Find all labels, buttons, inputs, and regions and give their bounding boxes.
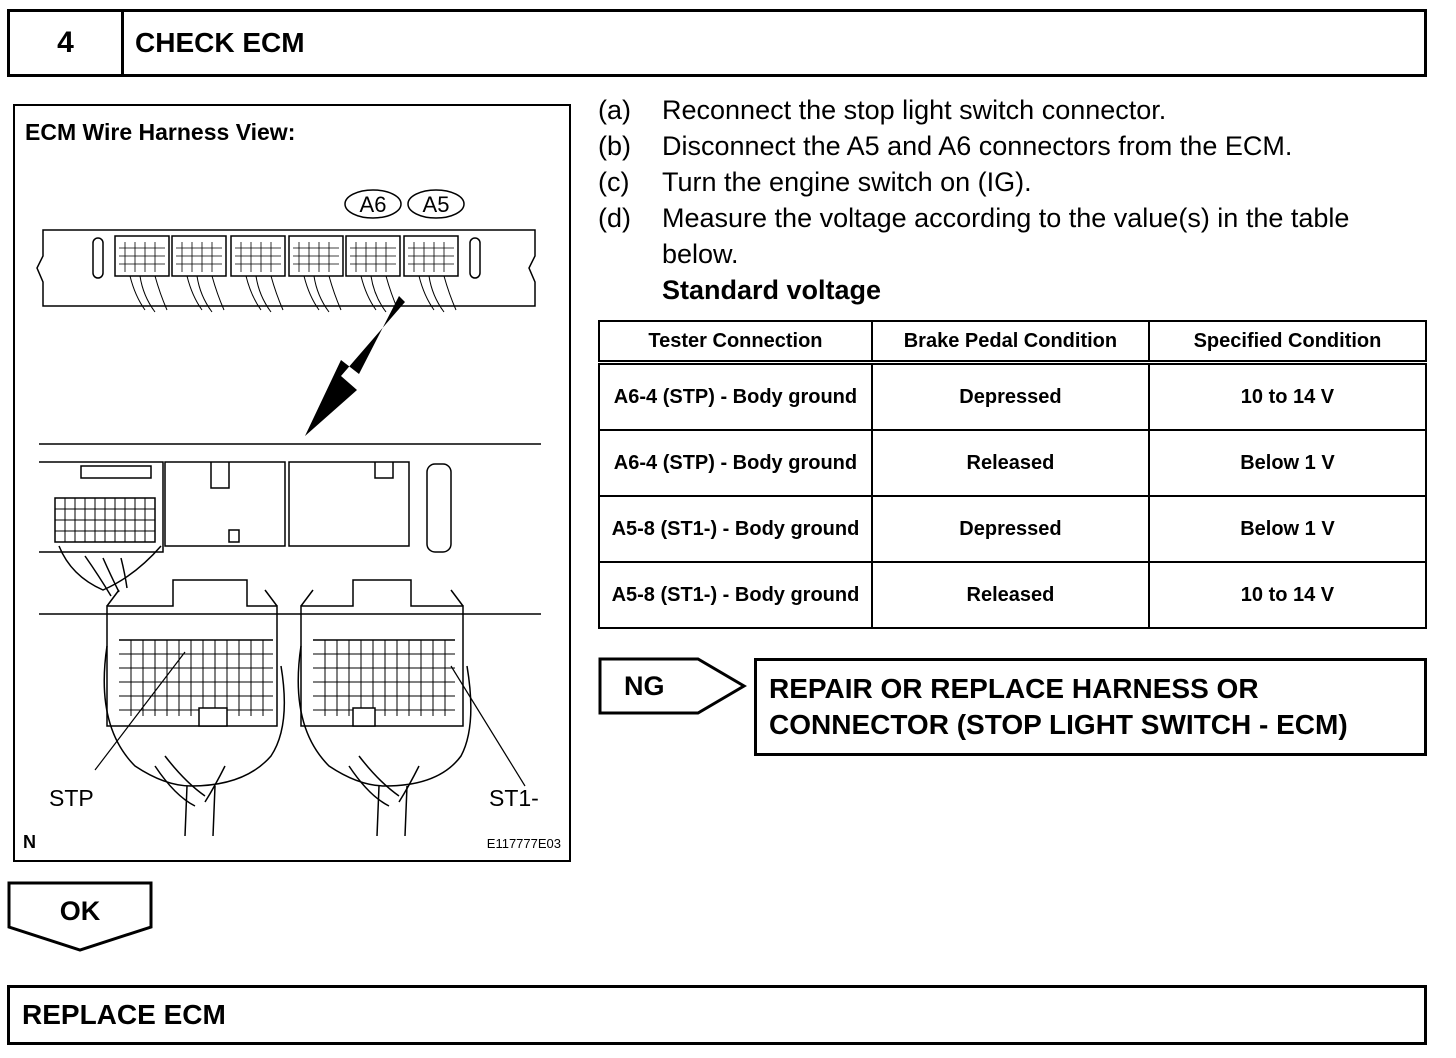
ecm-enlarged-connector-a6 (39, 461, 164, 553)
a5-callout (407, 189, 465, 219)
ecm-enlarged-socket-right (288, 461, 410, 547)
final-result-box: REPLACE ECM (7, 985, 1427, 1045)
a5-label: A5 (423, 192, 450, 217)
corner-mark: N (23, 832, 36, 852)
ng-result-line: CONNECTOR (STOP LIGHT SWITCH - ECM) (769, 709, 1348, 740)
st1-leader-line (450, 665, 526, 787)
ok-arrow: OK (7, 881, 153, 952)
step-c: (c) Turn the engine switch on (IG). (598, 164, 1428, 200)
table-cell: Depressed (870, 361, 1150, 431)
table-cell: A6-4 (STP) - Body ground (598, 361, 873, 431)
step-label: (d) (598, 203, 631, 233)
ng-arrow: NG (598, 657, 747, 715)
table-header-row: Tester Connection Brake Pedal Condition … (598, 320, 1428, 364)
step-label: (c) (598, 167, 630, 197)
ecm-enlarged-socket-mid (164, 461, 286, 547)
a5-harness-connector (297, 579, 472, 837)
table-cell: A6-4 (STP) - Body ground (598, 429, 873, 497)
table-row: A6-4 (STP) - Body ground Depressed 10 to… (598, 361, 1428, 431)
ecm-connector-diagram: ECM Wire Harness View: A6 A5 (23, 119, 561, 852)
table-cell: 10 to 14 V (1147, 561, 1428, 629)
zoom-arrow (305, 296, 405, 436)
step-text: Turn the engine switch on (IG). (662, 167, 1032, 197)
final-result-text: REPLACE ECM (22, 999, 226, 1030)
table-cell: Released (870, 561, 1150, 629)
ng-result-line: REPAIR OR REPLACE HARNESS OR (769, 673, 1259, 704)
table-cell: A5-8 (ST1-) - Body ground (598, 561, 873, 629)
instruction-steps: (a) Reconnect the stop light switch conn… (598, 92, 1428, 308)
a6-label: A6 (360, 192, 387, 217)
step-label: (a) (598, 95, 631, 125)
step-d: (d) Measure the voltage according to the… (598, 200, 1428, 272)
table-row: A6-4 (STP) - Body ground Released Below … (598, 429, 1428, 497)
st1-label: ST1- (489, 785, 539, 811)
stp-leader-line (94, 651, 186, 771)
step-text: Disconnect the A5 and A6 connectors from… (662, 131, 1293, 161)
table-cell: A5-8 (ST1-) - Body ground (598, 495, 873, 563)
table-cell: 10 to 14 V (1147, 361, 1428, 431)
step-a: (a) Reconnect the stop light switch conn… (598, 92, 1428, 128)
a6-callout (344, 189, 402, 219)
ng-label: NG (624, 671, 665, 701)
step-text: Reconnect the stop light switch connecto… (662, 95, 1167, 125)
table-cell: Below 1 V (1147, 495, 1428, 563)
ecm-connector-row (114, 235, 459, 313)
column-header: Brake Pedal Condition (870, 320, 1150, 364)
step-header: 4 CHECK ECM (7, 9, 1427, 77)
ok-label: OK (60, 896, 101, 926)
ecm-harness-figure: ECM Wire Harness View: A6 A5 (13, 104, 571, 862)
ng-result-box: REPAIR OR REPLACE HARNESS OR CONNECTOR (… (754, 658, 1427, 756)
table-cell: Below 1 V (1147, 429, 1428, 497)
ecm-mount-slot-left (92, 237, 104, 279)
step-number: 4 (10, 12, 124, 74)
table-cell: Depressed (870, 495, 1150, 563)
stp-label: STP (49, 785, 94, 811)
step-title: CHECK ECM (135, 27, 305, 58)
figure-title: ECM Wire Harness View: (25, 119, 295, 145)
ecm-mount-slot-right (469, 237, 481, 279)
table-cell: Released (870, 429, 1150, 497)
standard-voltage-label: Standard voltage (662, 275, 882, 305)
voltage-spec-table: Tester Connection Brake Pedal Condition … (598, 320, 1428, 629)
step-text: Measure the voltage according to the val… (662, 203, 1350, 269)
table-row: A5-8 (ST1-) - Body ground Depressed Belo… (598, 495, 1428, 563)
figure-id: E117777E03 (487, 836, 561, 851)
step-label: (b) (598, 131, 631, 161)
a6-harness-connector (103, 579, 286, 837)
ecm-body-outline (36, 229, 536, 307)
column-header: Specified Condition (1147, 320, 1428, 364)
column-header: Tester Connection (598, 320, 873, 364)
table-row: A5-8 (ST1-) - Body ground Released 10 to… (598, 561, 1428, 629)
step-b: (b) Disconnect the A5 and A6 connectors … (598, 128, 1428, 164)
